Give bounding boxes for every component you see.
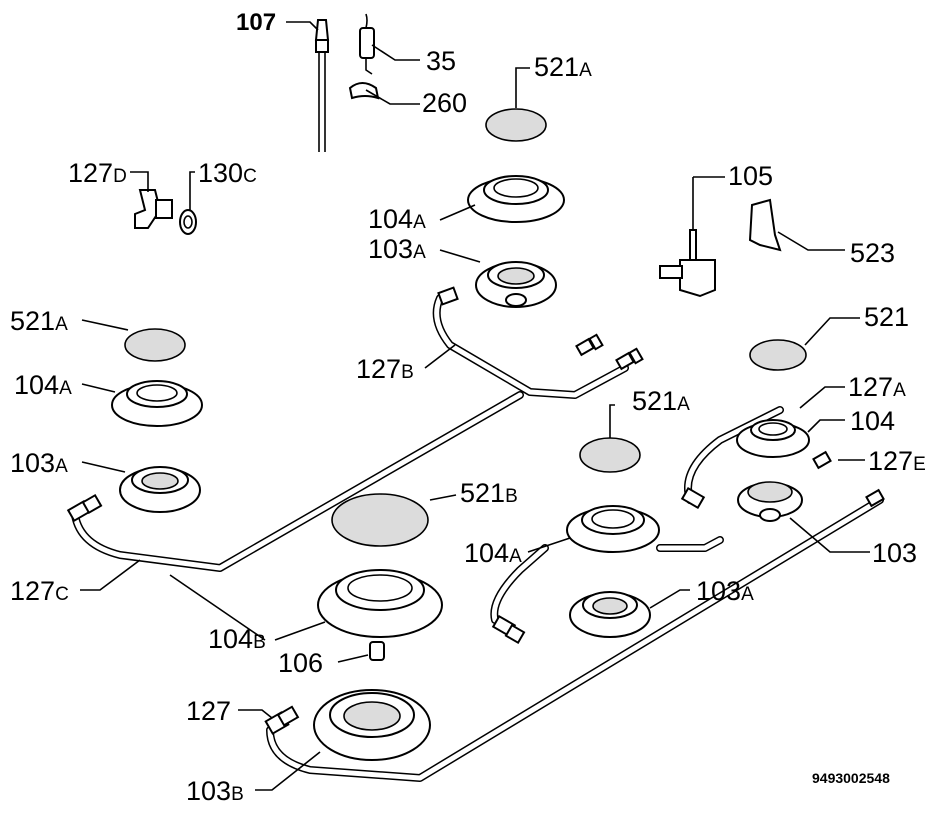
label-127: 127: [186, 696, 231, 726]
label-127a: 127A: [848, 372, 906, 402]
burner-cap-521a-mid: [579, 437, 641, 473]
label-521: 521: [864, 302, 909, 332]
burner-cap-521a-top: [485, 108, 547, 142]
burner-body-103b: [313, 689, 431, 761]
burner-cap-521a-left: [124, 328, 186, 362]
label-103a-left: 103A: [10, 448, 68, 478]
label-105: 105: [728, 161, 773, 191]
label-523: 523: [850, 238, 895, 268]
elbow-127d: [134, 189, 173, 229]
label-521b: 521B: [460, 478, 518, 508]
thermocouple-107: [314, 19, 330, 152]
label-35: 35: [426, 46, 456, 76]
leader-lines: [80, 21, 870, 791]
pipe-fittings: [66, 286, 885, 735]
burner-body-103a-top: [475, 261, 557, 308]
washer-130c: [179, 209, 197, 235]
label-103a-top: 103A: [368, 234, 426, 264]
burner-body-103-right: [737, 481, 803, 522]
label-521a-mid: 521A: [632, 386, 690, 416]
label-521a-left: 521A: [10, 306, 68, 336]
spark-plug-35: [359, 13, 375, 75]
part-labels: 107 35 260 521A 127D 130C 104A 103A 105 …: [10, 9, 926, 806]
burner-cap-521b: [331, 493, 429, 547]
label-127e: 127E: [868, 446, 926, 476]
label-104a-top: 104A: [368, 204, 426, 234]
gas-tap-105: [659, 229, 716, 298]
label-103b: 103B: [186, 776, 244, 806]
bracket-523: [748, 198, 782, 252]
label-103: 103: [872, 538, 917, 568]
label-521a-top: 521A: [534, 52, 592, 82]
label-127b: 127B: [356, 354, 414, 384]
flame-spreader-104-right: [736, 419, 810, 458]
flame-spreader-104a-left: [111, 380, 203, 427]
label-260: 260: [422, 88, 467, 118]
document-code: 9493002548: [812, 770, 890, 786]
label-104b: 104B: [208, 624, 266, 654]
flame-spreader-104b: [317, 569, 443, 638]
injector-106: [369, 641, 385, 661]
flame-spreader-104a-mid: [566, 505, 660, 553]
label-104a-left: 104A: [14, 370, 72, 400]
label-130c: 130C: [198, 158, 257, 188]
burner-body-103a-mid: [569, 591, 651, 638]
clip-260: [348, 82, 380, 100]
label-127c: 127C: [10, 576, 69, 606]
label-127d: 127D: [68, 158, 127, 188]
burner-cap-521-right: [749, 339, 807, 371]
label-104a-mid: 104A: [464, 538, 522, 568]
gas-pipes: [71, 294, 884, 782]
burner-body-103a-left: [119, 466, 201, 513]
label-107: 107: [236, 9, 276, 36]
label-104: 104: [850, 406, 895, 436]
label-106: 106: [278, 648, 323, 678]
label-103a-mid: 103A: [696, 576, 754, 606]
flame-spreader-104a-top: [467, 175, 565, 223]
